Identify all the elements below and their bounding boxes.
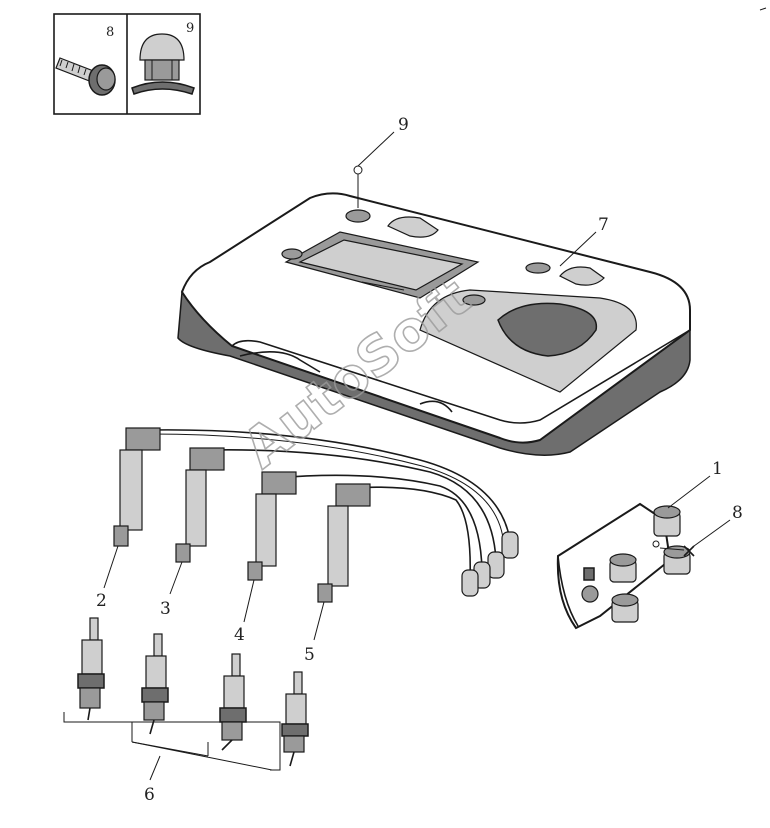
engine-cover [177, 192, 691, 456]
leader-7 [559, 231, 597, 267]
leader-5 [313, 601, 325, 641]
spark-plug-icon [77, 617, 105, 721]
leader-9 [357, 131, 395, 167]
cap-nut-icon [131, 33, 195, 95]
cap-marker [353, 165, 363, 175]
callout-3: 3 [160, 599, 171, 619]
leader-1 [667, 475, 711, 509]
callout-4: 4 [234, 625, 245, 645]
callout-5: 5 [304, 645, 315, 665]
spark-plug-icon [141, 633, 169, 735]
inset-bolt-label: 8 [106, 25, 114, 40]
leader-8 [693, 519, 731, 547]
spark-plug-icon [219, 653, 247, 751]
corner-mark [759, 7, 767, 11]
leader-3 [169, 561, 183, 595]
inset-nut-label: 9 [186, 21, 194, 36]
leader-4 [243, 579, 255, 623]
leader-6-bracket [63, 712, 281, 781]
callout-7: 7 [598, 215, 609, 235]
screw-marker [659, 545, 695, 557]
fastener-inset: 8 9 [53, 13, 201, 115]
bolt-icon [55, 57, 116, 96]
ignition-wires [113, 427, 519, 603]
callout-9: 9 [398, 115, 409, 135]
callout-1: 1 [712, 459, 723, 479]
spark-plug-icon [281, 671, 309, 767]
callout-2: 2 [96, 591, 107, 611]
spark-plugs [77, 617, 309, 767]
callout-8: 8 [732, 503, 743, 523]
callout-6: 6 [144, 785, 155, 805]
ignition-coil [556, 502, 691, 630]
leader-2 [103, 545, 119, 589]
